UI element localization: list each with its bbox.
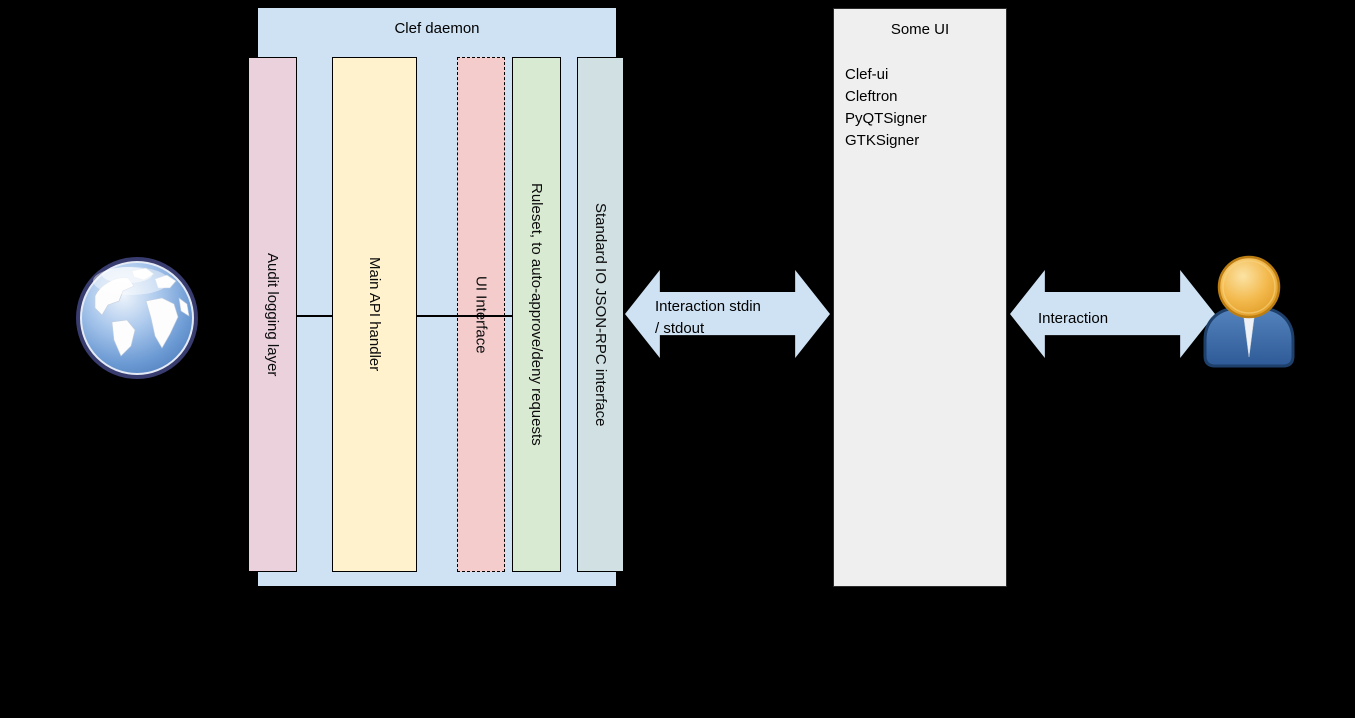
some-ui-title: Some UI [890,21,950,38]
some-ui-item-gtksigner: GTKSigner [845,132,920,149]
stdio-interaction-arrow-label: Interaction stdin / stdout [655,296,761,340]
layer-ui-interface-label: UI Interface [472,275,490,354]
stdio-arrow-label-line2: / stdout [655,320,705,337]
layer-ui-interface: UI Interface [457,57,505,572]
globe-icon [76,257,198,379]
connector-audit-to-api [297,315,332,317]
user-interaction-arrow-label: Interaction [1038,310,1109,327]
layer-stdio-jsonrpc-label: Standard IO JSON-RPC interface [592,202,609,427]
layer-main-api-handler: Main API handler [332,57,417,572]
layer-ruleset-label: Ruleset, to auto-approve/deny requests [528,183,545,446]
clef-daemon-box [257,7,617,587]
layer-ruleset: Ruleset, to auto-approve/deny requests [512,57,561,572]
layer-audit-logging: Audit logging layer [248,57,297,572]
layer-main-api-handler-label: Main API handler [366,257,383,372]
some-ui-box [833,8,1007,587]
layer-audit-logging-label: Audit logging layer [264,252,281,377]
stdio-arrow-label-line1: Interaction stdin [655,298,761,315]
user-icon [1203,255,1295,368]
layer-stdio-jsonrpc: Standard IO JSON-RPC interface [577,57,624,572]
some-ui-item-clef-ui: Clef-ui [845,66,889,83]
some-ui-item-pyqtsigner: PyQTSigner [845,110,927,127]
clef-daemon-title: Clef daemon [394,20,480,37]
some-ui-list: Clef-ui Cleftron PyQTSigner GTKSigner [845,64,1000,152]
connector-api-to-ruleset [417,315,513,317]
some-ui-item-cleftron: Cleftron [845,88,898,105]
